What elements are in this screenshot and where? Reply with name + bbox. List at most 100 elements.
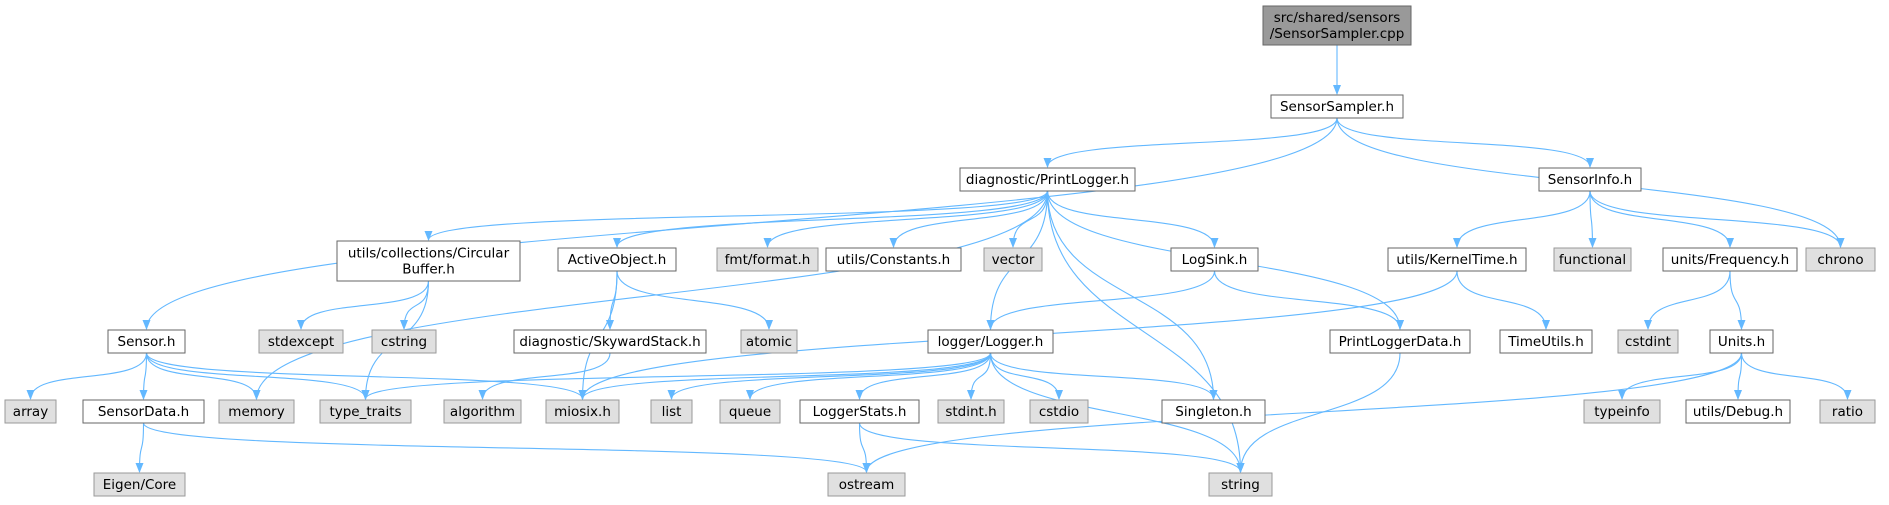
node-sensordata[interactable]: SensorData.h [82,399,205,424]
node-printlogger-box [959,167,1136,192]
edge-logsink-to-logger [986,270,1216,330]
node-loggerstats-label: LoggerStats.h [813,404,907,420]
node-sampler[interactable]: SensorSampler.h [1270,94,1404,119]
edge-sampler-to-sensorinfo [1336,117,1594,168]
edge-logger-to-typetraits [361,352,992,400]
node-timeutils-box [1499,329,1593,354]
node-singleton[interactable]: Singleton.h [1161,399,1266,424]
node-logger-box [927,329,1054,354]
node-vector-label: vector [992,252,1035,268]
node-chrono-box [1805,247,1876,272]
node-array: array [4,399,57,424]
node-sampler-box [1270,94,1404,119]
edge-units-to-ratio [1740,352,1852,400]
node-constants-label: utils/Constants.h [837,252,951,268]
node-typeinfo-box [1583,399,1661,424]
node-sensorinfo-label: SensorInfo.h [1548,172,1632,188]
node-queue-label: queue [729,404,771,420]
node-atomic-box [740,329,798,354]
node-logsink[interactable]: LogSink.h [1170,247,1259,272]
edge-sensorinfo-to-kerneltime [1453,190,1591,248]
node-kerneltime-label: utils/KernelTime.h [1396,252,1517,268]
node-units-box [1709,329,1774,354]
edge-loggerstats-to-ostream [858,422,871,473]
node-cstdint: cstdint [1617,329,1679,354]
node-units-label: Units.h [1718,334,1765,350]
node-skyward[interactable]: diagnostic/SkywardStack.h [513,329,707,354]
node-root-box [1262,5,1412,46]
node-printlogger[interactable]: diagnostic/PrintLogger.h [959,167,1136,192]
node-sensor[interactable]: Sensor.h [107,329,186,354]
node-atomic-label: atomic [746,334,792,350]
node-sensorinfo[interactable]: SensorInfo.h [1538,167,1642,192]
edge-logger-to-string [989,352,1245,473]
edge-units-to-typeinfo [1618,352,1743,400]
node-loggerstats[interactable]: LoggerStats.h [799,399,920,424]
node-units[interactable]: Units.h [1709,329,1774,354]
edge-logger-to-cstdio [989,352,1063,400]
edge-printlogger-to-vector [1009,190,1049,248]
node-logsink-label: LogSink.h [1182,252,1248,268]
edge-layer [26,45,1852,473]
node-timeutils-label: TimeUtils.h [1507,334,1584,350]
edge-sensordata-to-ostream [142,422,871,473]
node-skyward-label: diagnostic/SkywardStack.h [519,334,700,350]
node-stdint-box [937,399,1005,424]
edge-sensor-to-typetraits [145,352,370,400]
edge-sensor-to-sensordata [139,352,148,400]
edge-printlogger-to-memory [252,190,1049,400]
edge-printlogger-to-logsink [1046,190,1219,248]
node-fmtformat: fmt/format.h [716,247,819,272]
node-logger[interactable]: logger/Logger.h [927,329,1054,354]
node-constants-box [825,247,962,272]
node-cstdio: cstdio [1029,399,1089,424]
node-vector: vector [983,247,1043,272]
node-typetraits: type_traits [319,399,412,424]
node-frequency[interactable]: units/Frequency.h [1662,247,1798,272]
edge-frequency-to-cstdint [1644,270,1731,330]
edge-logger-to-list [667,352,992,400]
node-queue: queue [719,399,781,424]
node-logger-label: logger/Logger.h [938,334,1044,350]
node-algorithm-label: algorithm [450,404,515,420]
node-activeobject[interactable]: ActiveObject.h [557,247,677,272]
edge-sensordata-to-eigencore [135,422,145,473]
node-memory-label: memory [228,404,284,420]
node-printloggerdata-box [1329,329,1471,354]
node-sensorinfo-box [1538,167,1642,192]
node-string-box [1208,472,1273,497]
node-sensordata-label: SensorData.h [98,404,189,420]
edge-sensor-to-array [26,352,148,400]
edge-printlogger-to-fmtformat [763,190,1049,248]
node-layer: src/shared/sensors/SensorSampler.cppSens… [4,5,1876,497]
node-stdint-label: stdint.h [945,404,996,420]
edge-kerneltime-to-timeutils [1456,270,1550,330]
node-root[interactable]: src/shared/sensors/SensorSampler.cpp [1262,5,1412,46]
node-printloggerdata[interactable]: PrintLoggerData.h [1329,329,1471,354]
node-root-label: src/shared/sensors [1274,10,1401,26]
node-sampler-label: SensorSampler.h [1280,99,1394,115]
edge-printlogger-to-activeobject [613,190,1049,248]
node-constants[interactable]: utils/Constants.h [825,247,962,272]
node-logsink-box [1170,247,1259,272]
node-cstring: cstring [371,329,437,354]
node-cstring-box [371,329,437,354]
node-kerneltime[interactable]: utils/KernelTime.h [1387,247,1527,272]
node-list: list [650,399,693,424]
node-eigencore-label: Eigen/Core [103,477,177,493]
edge-sensor-to-miosix [145,352,587,400]
node-cstdint-box [1617,329,1679,354]
edge-logger-to-queue [746,352,992,400]
node-timeutils[interactable]: TimeUtils.h [1499,329,1593,354]
node-ratio: ratio [1819,399,1876,424]
node-list-label: list [662,404,682,420]
node-miosix-box [545,399,620,424]
node-array-label: array [13,404,48,420]
node-singleton-box [1161,399,1266,424]
node-kerneltime-box [1387,247,1527,272]
node-ratio-label: ratio [1832,404,1863,420]
node-debug[interactable]: utils/Debug.h [1685,399,1791,424]
edge-logger-to-miosix [578,352,992,400]
